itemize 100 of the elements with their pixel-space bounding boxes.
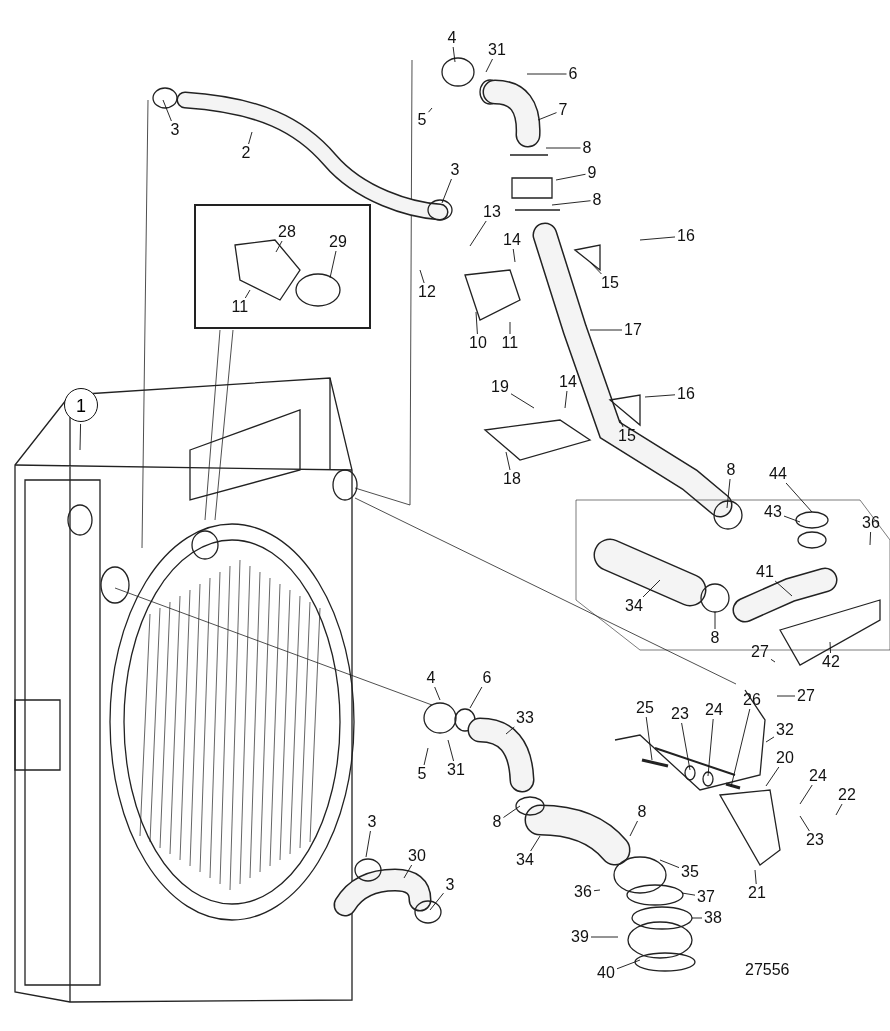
callout-number: 29 (329, 234, 347, 250)
callout-number: 15 (618, 428, 636, 444)
callout-number: 40 (597, 965, 615, 981)
drawing-number: 27556 (745, 962, 790, 978)
callout-number: 37 (697, 889, 715, 905)
callout-number: 18 (503, 471, 521, 487)
callout-number: 3 (367, 814, 377, 830)
leader-line (681, 892, 696, 896)
callout-number: 15 (601, 275, 619, 291)
leader-line (485, 58, 493, 73)
callout-number: 4 (447, 30, 457, 46)
leader-line (645, 716, 653, 761)
leader-line (799, 784, 813, 805)
callout-number: 22 (838, 787, 856, 803)
callout-number: 34 (516, 852, 534, 868)
leader-line (616, 959, 641, 970)
callout-number: 3 (450, 162, 460, 178)
leader-line (469, 220, 487, 247)
callout-number: 5 (417, 766, 427, 782)
leader-line (79, 423, 82, 451)
leader-line (505, 451, 511, 471)
callout-number: 10 (469, 335, 487, 351)
circled-callout-number: 1 (64, 388, 98, 422)
callout-number: 20 (776, 750, 794, 766)
leader-line (512, 248, 516, 263)
callout-number: 32 (776, 722, 794, 738)
leader-line (428, 107, 433, 113)
leader-line (419, 269, 425, 284)
callout-number: 9 (587, 165, 597, 181)
leader-line (629, 820, 638, 837)
leader-line (707, 718, 714, 777)
callout-number: 16 (677, 228, 695, 244)
leader-line (469, 686, 483, 709)
callout-number: 43 (764, 504, 782, 520)
callout-number: 8 (492, 814, 502, 830)
callout-number: 35 (681, 864, 699, 880)
leader-line (447, 739, 455, 762)
leader-line (244, 289, 251, 299)
leader-line (765, 766, 780, 787)
leader-line (162, 99, 172, 122)
callout-number: 8 (726, 462, 736, 478)
leader-line (589, 329, 623, 331)
leader-line (774, 580, 793, 597)
leader-line (659, 859, 680, 869)
callout-number: 8 (592, 192, 602, 208)
leader-line (509, 321, 511, 335)
callout-number: 27 (797, 688, 815, 704)
leader-line (551, 200, 591, 206)
leader-line (537, 112, 557, 121)
leader-line (248, 131, 253, 145)
leader-line (714, 611, 716, 630)
callout-number: 13 (483, 204, 501, 220)
leader-line (526, 73, 567, 75)
callout-number: 14 (503, 232, 521, 248)
leader-line (829, 641, 831, 654)
callout-number: 6 (482, 670, 492, 686)
leader-line (275, 240, 283, 253)
callout-number: 4 (426, 670, 436, 686)
leader-line (770, 658, 776, 663)
callout-number: 25 (636, 700, 654, 716)
callout-number: 3 (170, 122, 180, 138)
callout-number: 33 (516, 710, 534, 726)
callout-number: 24 (809, 768, 827, 784)
leader-line (475, 311, 478, 335)
leader-line (776, 695, 796, 697)
leader-line (730, 708, 751, 788)
leader-line (555, 173, 586, 181)
leader-line (329, 250, 337, 279)
leader-line (590, 936, 619, 938)
callout-number: 8 (710, 630, 720, 646)
callout-number: 44 (769, 466, 787, 482)
leader-line (593, 889, 601, 892)
callout-number: 7 (558, 102, 568, 118)
leader-line (726, 478, 731, 509)
callout-number: 19 (491, 379, 509, 395)
callout-number: 6 (568, 66, 578, 82)
leader-line (783, 515, 801, 523)
leader-line (644, 394, 676, 398)
callout-number: 36 (574, 884, 592, 900)
callout-number: 34 (625, 598, 643, 614)
callout-number: 11 (501, 335, 519, 351)
leader-line (754, 869, 757, 885)
callout-number: 16 (677, 386, 695, 402)
callout-number: 24 (705, 702, 723, 718)
callout-number: 21 (748, 885, 766, 901)
callout-number: 38 (704, 910, 722, 926)
leader-line (365, 830, 371, 858)
leader-line (434, 686, 441, 701)
leader-line (681, 722, 691, 771)
leader-line (423, 747, 429, 766)
callout-number: 31 (447, 762, 465, 778)
callout-number: 8 (637, 804, 647, 820)
callout-number: 42 (822, 654, 840, 670)
leader-line (785, 482, 813, 513)
leader-line (452, 46, 456, 63)
leader-line (639, 236, 676, 241)
leader-line (503, 805, 521, 818)
leader-line (642, 579, 661, 598)
callout-number: 12 (418, 284, 436, 300)
leader-line (505, 726, 515, 735)
